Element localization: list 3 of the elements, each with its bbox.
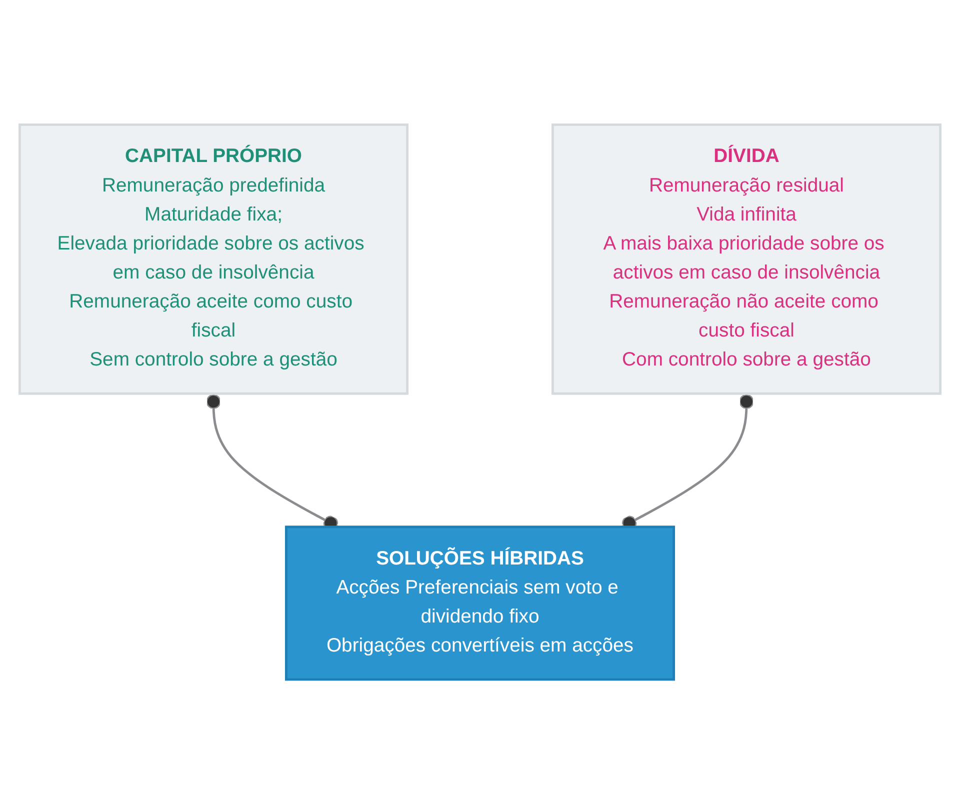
node-box: SOLUÇÕES HÍBRIDAS Acções Preferenciais sem voto e dividendo fixo Obrigações convertíveis em acções xyxy=(284,526,676,681)
node-box: DÍVIDA Remuneração residual Vida infinita A mais baixa prioridade sobre os activos em caso de insolvência Remuneração não aceite como custo fiscal Com controlo sobre a gestão xyxy=(551,123,942,395)
node-box: CAPITAL PRÓPRIO Remuneração predefinida Maturidade fixa; Elevada prioridade sobre os activos em caso de insolvência Remuneração aceite como custo fiscal Sem controlo sobre a gestão xyxy=(18,123,409,395)
